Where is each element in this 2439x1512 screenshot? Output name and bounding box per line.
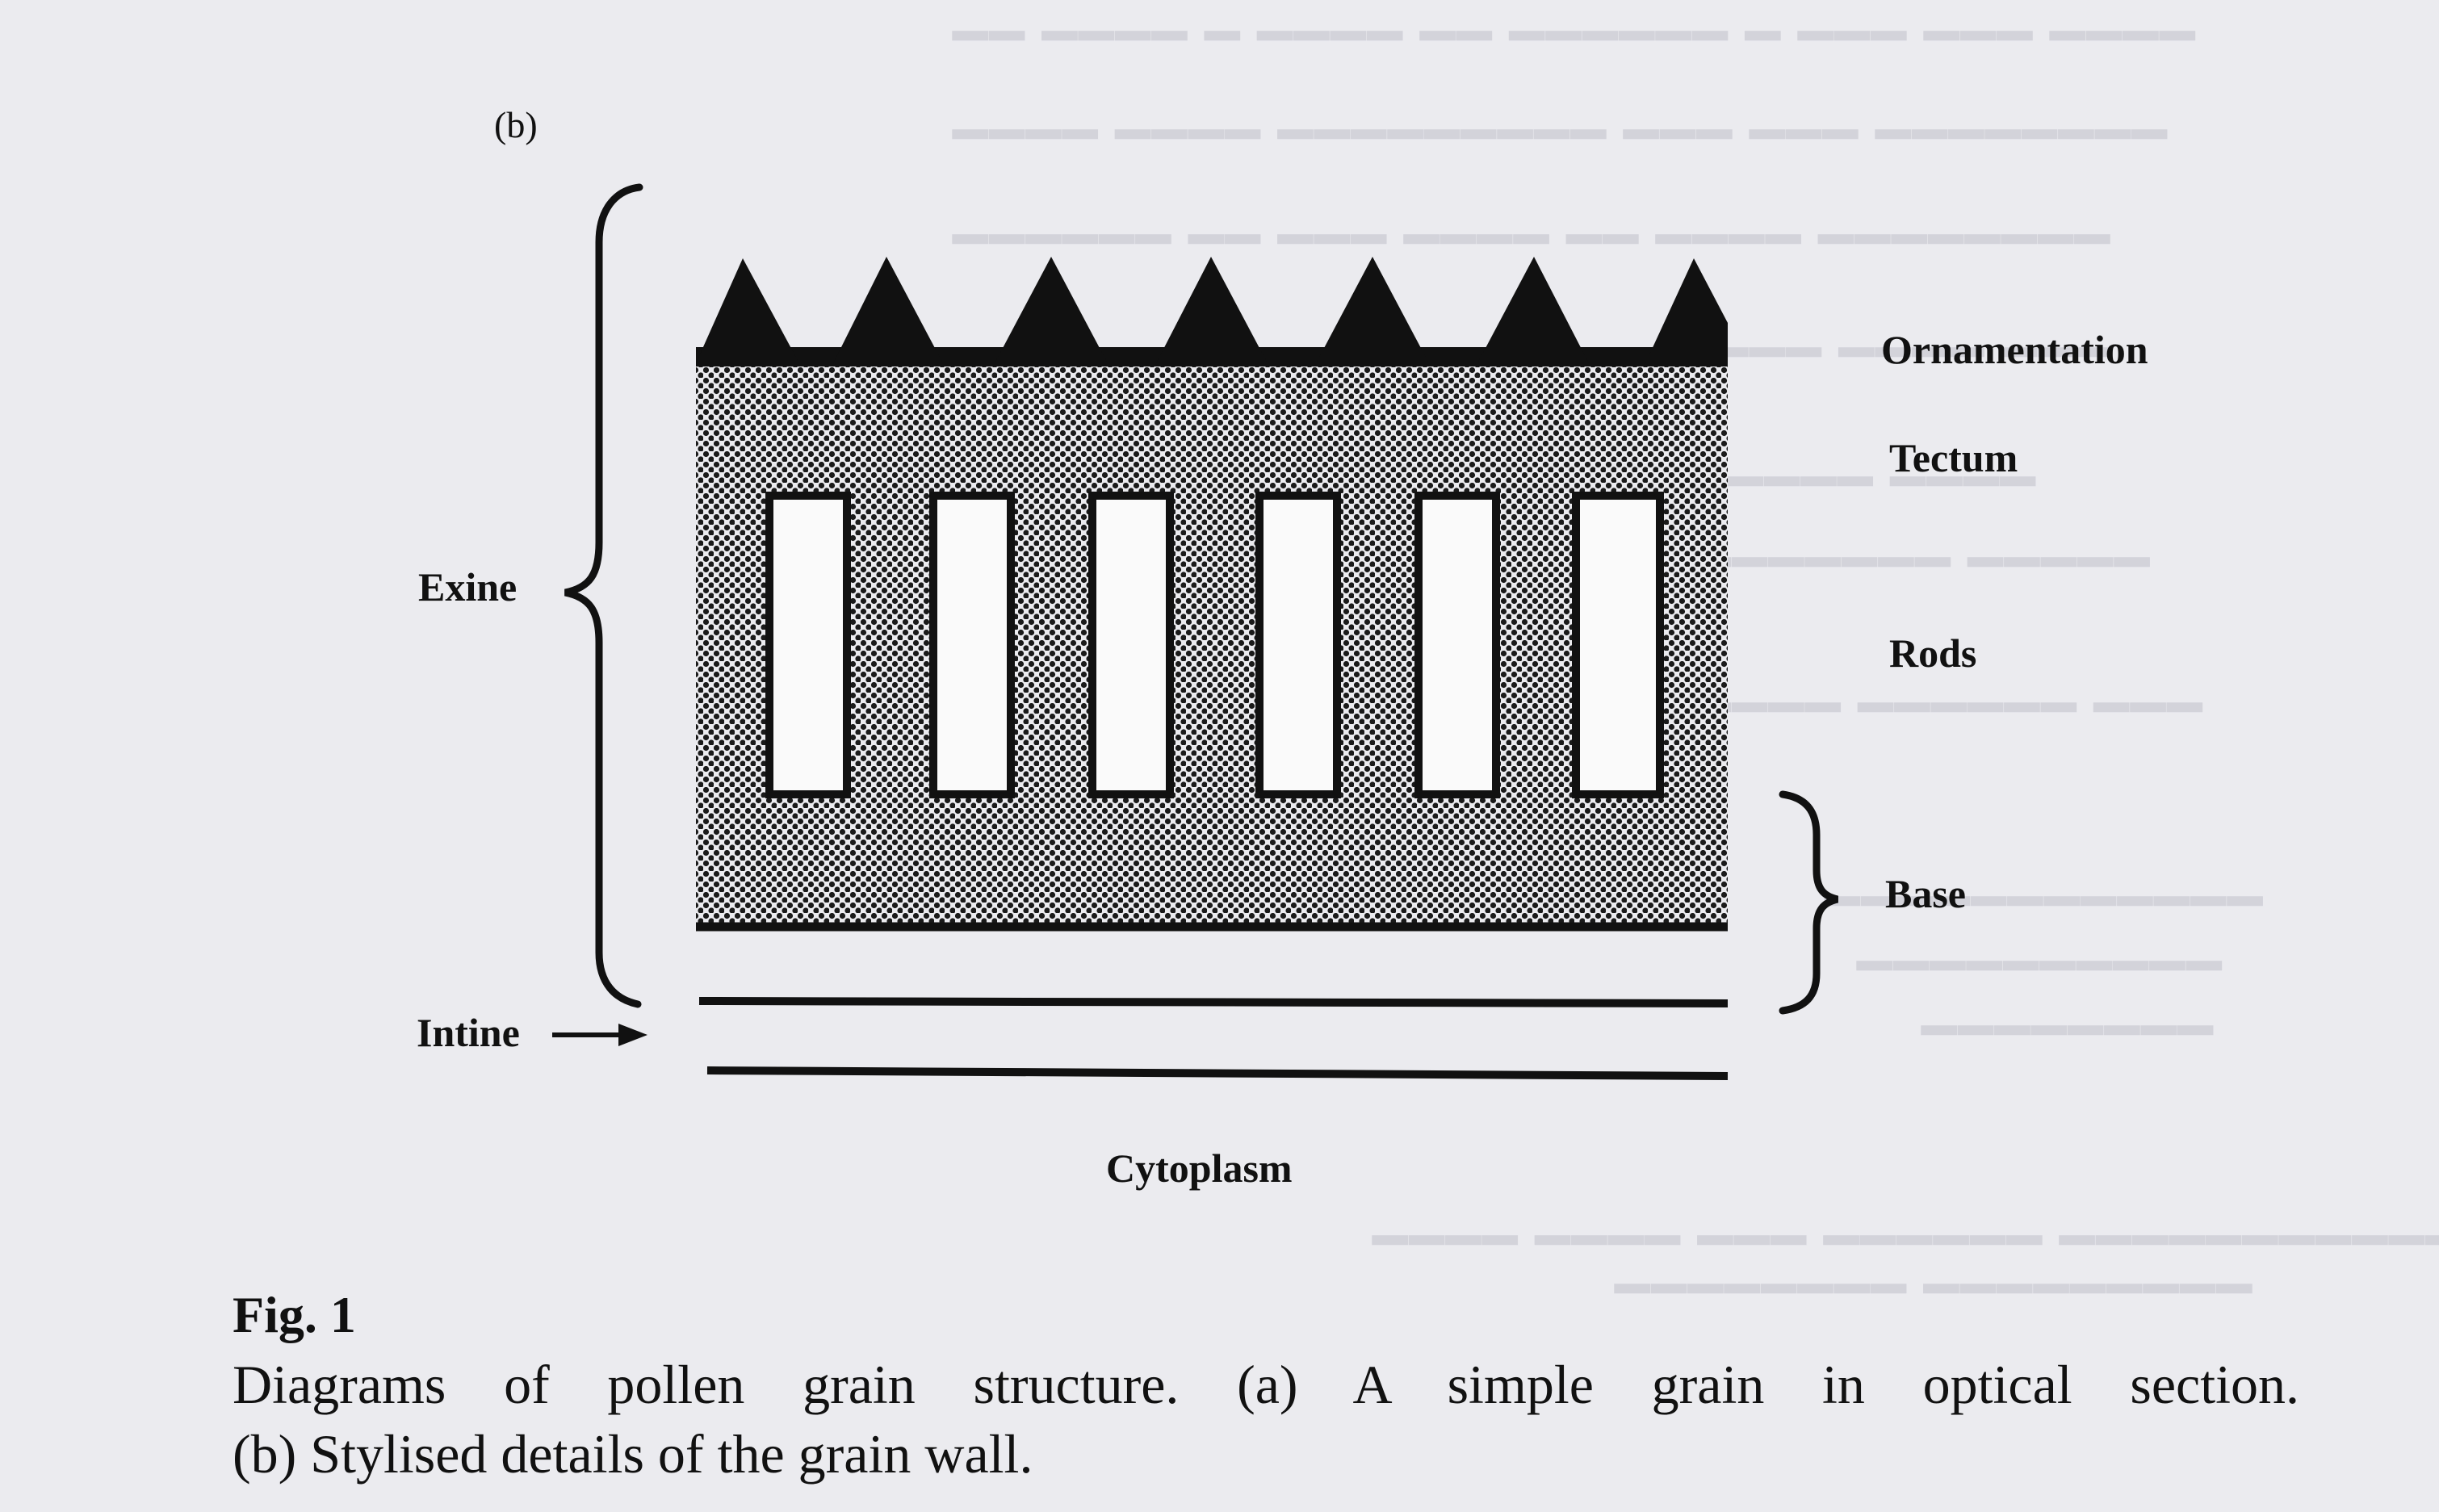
rod bbox=[1088, 492, 1174, 798]
bleed-through-text: ━━━━━━━━━━━━ bbox=[1825, 869, 2265, 934]
exine-brace bbox=[564, 183, 643, 1008]
bleed-through-text: ━━━━━━━━ bbox=[1921, 999, 2215, 1063]
rod bbox=[1572, 492, 1664, 798]
label-tectum: Tectum bbox=[1889, 435, 2018, 480]
label-base: Base bbox=[1885, 871, 1966, 916]
bleed-through-text: ━━━━━━━━━━ bbox=[1857, 934, 2223, 999]
base-brace bbox=[1779, 790, 1839, 1015]
rod bbox=[1255, 492, 1341, 798]
figure-number: Fig. 1 bbox=[233, 1286, 356, 1343]
cytoplasm-boundary-line bbox=[706, 1066, 1729, 1080]
intine-arrow-head bbox=[618, 1024, 647, 1046]
label-rods: Rods bbox=[1889, 630, 1977, 676]
bleed-through-text: ━━━━━━━ ━━━━━ bbox=[1695, 530, 2152, 595]
bleed-through-text: ━━━━━━━━ ━━━━━━━━━ bbox=[1615, 1257, 2253, 1321]
ornamentation-spike bbox=[1477, 257, 1589, 363]
bleed-through-text: ━━━━ ━━━━ bbox=[1728, 450, 2037, 514]
intine-line bbox=[698, 997, 1729, 1007]
bleed-through-text: ━━━━ ━━━━ ━━━━━━━━━ ━━━ ━━━ ━━━━━━━━ bbox=[953, 103, 2169, 167]
caption-line-2: (b) Stylised details of the grain wall. bbox=[233, 1423, 1033, 1485]
ornamentation-spike bbox=[1156, 257, 1268, 363]
exine-stipple-body bbox=[696, 362, 1728, 927]
ornamentation-spike bbox=[833, 257, 943, 363]
rod bbox=[929, 492, 1015, 798]
ornamentation-spike bbox=[1645, 258, 1728, 363]
figure-caption: Diagrams of pollen grain structure. (a) … bbox=[233, 1350, 2299, 1489]
bleed-through-text: ━━ ━━━━ ━ ━━━━ ━━ ━━━━━━ ━ ━━━ ━━━ ━━━━ bbox=[953, 4, 2197, 69]
caption-line-1: Diagrams of pollen grain structure. (a) … bbox=[233, 1354, 2299, 1415]
bleed-through-text: ━━━━━━ ━━ ━━━ ━━━━ ━━ ━━━━ ━━━━━━━━ bbox=[953, 207, 2112, 272]
ornamentation-spike bbox=[696, 258, 799, 363]
bleed-through-text: ━━━━ ━━━━━━ ━━━ bbox=[1695, 676, 2204, 740]
label-exine: Exine bbox=[418, 564, 518, 609]
label-ornamentation: Ornamentation bbox=[1881, 327, 2148, 372]
ornamentation-spike bbox=[1316, 257, 1429, 363]
rod bbox=[1414, 492, 1500, 798]
ornamentation-spike bbox=[995, 257, 1108, 363]
part-label: (b) bbox=[494, 104, 538, 145]
label-cytoplasm: Cytoplasm bbox=[1106, 1146, 1293, 1191]
bleed-through-text: ━━━━ ━━━━ ━━━ ━━━━━━ ━━━━━━━━━━━ bbox=[1372, 1208, 2439, 1273]
rod bbox=[765, 492, 851, 798]
label-intine: Intine bbox=[417, 1010, 520, 1055]
